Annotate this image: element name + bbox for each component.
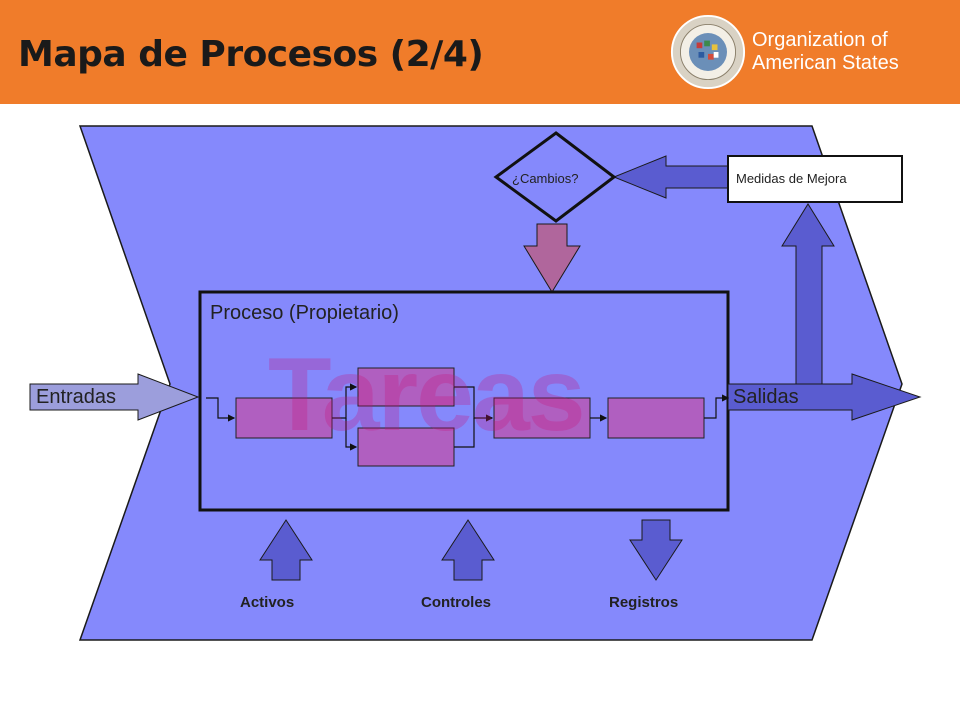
- oas-seal-icon: [670, 14, 746, 90]
- output-label: Salidas: [733, 386, 799, 408]
- assets-label: Activos: [240, 594, 295, 611]
- input-arrow: [29, 373, 200, 421]
- task-box-4: [493, 397, 591, 439]
- improvement-label: Medidas de Mejora: [736, 171, 847, 186]
- controls-label: Controles: [421, 594, 492, 611]
- task-box-3: [357, 427, 455, 467]
- organization-name-line-1: Organization of: [752, 29, 888, 51]
- improvement-box: [727, 155, 903, 203]
- task-box-5: [607, 397, 705, 439]
- output-arrow: [727, 373, 922, 421]
- improvement-up-arrow: [781, 203, 835, 385]
- feedback-arrow: [612, 155, 729, 199]
- change-down-arrow: [523, 223, 581, 293]
- task-box-2: [357, 367, 455, 407]
- slide-title: Mapa de Procesos (2/4): [18, 34, 484, 75]
- decision-label: ¿Cambios?: [512, 171, 579, 186]
- organization-name: Organization of American States: [752, 29, 952, 75]
- records-down-arrow: [629, 519, 683, 581]
- controls-up-arrow: [441, 519, 495, 581]
- input-label: Entradas: [36, 386, 117, 408]
- task-box-1: [235, 397, 333, 439]
- assets-up-arrow: [259, 519, 313, 581]
- decision-diamond: [493, 131, 617, 223]
- process-label: Proceso (Propietario): [210, 302, 399, 324]
- organization-name-line-2: American States: [752, 52, 899, 74]
- title-bar: Mapa de Procesos (2/4) Organization of A…: [0, 0, 960, 104]
- task-connectors: [206, 383, 730, 451]
- records-label: Registros: [609, 594, 679, 611]
